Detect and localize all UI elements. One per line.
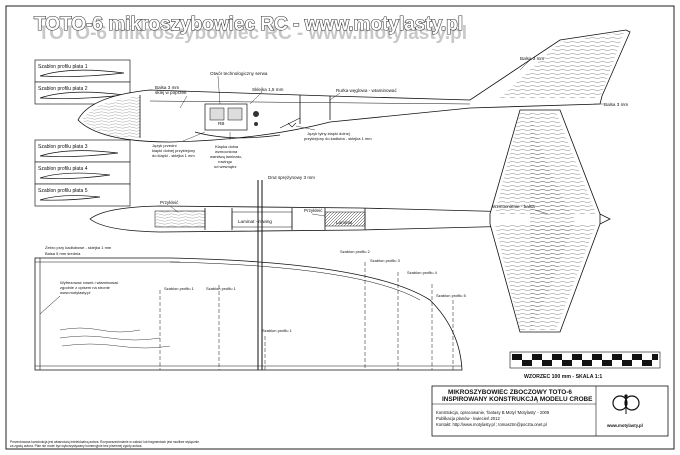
label-balsa-tail: Balsa 3 mm	[520, 56, 544, 61]
label-flap-2: wzmocniona	[215, 149, 238, 154]
label-profile-4: Szablon profilu 4	[407, 270, 438, 275]
label-reinforcement: Wzmocnienie - balsa	[492, 204, 535, 209]
side-view-annotations	[179, 59, 604, 142]
logo-text: www.motylasty.pl	[606, 423, 643, 428]
label-groove-2: zgodnie z opisem na stronie	[60, 285, 111, 290]
profile-box-label: Szablon profilu płata 5	[38, 188, 88, 194]
profile-box-label: Szablon profilu płata 1	[38, 64, 88, 70]
airfoil-shape	[39, 172, 111, 179]
label-rear-tongue-1: Język tylny klapki dolnej	[307, 131, 350, 136]
label-profile-3: Szablon profilu 3	[370, 258, 401, 263]
title-block-info2: Publikacja planów - kwiecień 2012	[436, 416, 500, 421]
fuselage-top-view	[89, 109, 611, 333]
footer-text-1: Prezentowana konstrukcja jest własnością…	[10, 440, 199, 444]
footer-text-2: za zgodą autora. Plan nie może być wykor…	[10, 444, 142, 448]
label-groove-3: www.motylasty.pl	[60, 290, 90, 295]
label-flap-1: Klapka dolna	[215, 144, 239, 149]
airfoil-shape	[39, 69, 125, 77]
label-profile-5: Szablon profilu 5	[436, 293, 467, 298]
motylasty-logo-icon	[612, 394, 640, 414]
title-block-info1: Konstrukcja, opracowanie, 'fantasy B.Mot…	[436, 410, 550, 415]
title-block-line1: MIKROSZYBOWIEC ZBOCZOWY TOTO-6	[448, 389, 572, 396]
title-block-info3: Kontakt: http://www.motylasty.pl ; tomas…	[436, 422, 547, 427]
profile-box-label: Szablon profilu płata 4	[38, 166, 88, 172]
label-profile-1c: Szablon profilu 1	[262, 328, 293, 333]
title-block-line2: INSPIROWANY KONSTRUKCJĄ MODELU CROBE	[442, 396, 593, 403]
label-rear-tongue-2: przyklejony do kadłuba - sklejka 1 mm	[304, 136, 372, 141]
label-przyklec-2: Przykleić	[304, 208, 323, 213]
label-balsa-nose-2: sklej w poprzek	[155, 90, 187, 95]
scale-label: WZORZEC 100 mm - SKALA 1:1	[524, 374, 602, 380]
label-groove-1: Wyfrezować rowek i wlaminować	[60, 280, 118, 285]
label-flap-3: warstwą laminatu,	[210, 154, 242, 159]
airfoil-shape	[39, 150, 119, 157]
header-title: TOTO-6 mikroszybowiec RC - www.motylasty…	[33, 13, 467, 44]
label-flap-5: od wewnątrz	[214, 164, 236, 169]
title-block: MIKROSZYBOWIEC ZBOCZOWY TOTO-6 INSPIROWA…	[431, 385, 669, 437]
label-profile-2: Szablon profilu 2	[340, 249, 371, 254]
profile-box-label: Szablon profilu płata 3	[38, 144, 88, 150]
scale-bar: WZORZEC 100 mm - SKALA 1:1	[509, 351, 661, 380]
page-title: TOTO-6 mikroszybowiec RC - www.motylasty…	[34, 14, 463, 35]
wing-planform	[34, 180, 463, 371]
label-tongue-1: Język przedni	[152, 143, 177, 148]
label-tongue-2: klapki dolnej przyklejony	[152, 148, 195, 153]
label-carbon-tube: Rurka węglowa - wtaminować	[336, 88, 397, 93]
airfoil-shape	[39, 195, 101, 201]
label-flap-4: rowingu	[218, 159, 232, 164]
label-balsa-tail2: Balsa 3 mm	[604, 102, 628, 107]
profile-box-label: Szablon profilu płata 2	[38, 86, 88, 92]
top-view-annotations	[169, 205, 549, 217]
label-profile-1a: Szablon profilu 1	[164, 286, 195, 291]
label-laminat-rowing: Laminat - rowing	[238, 219, 272, 224]
label-servo-hole: Otwór technologiczny serwa	[210, 71, 268, 76]
label-spring-wire: Drut sprężynowy 3 mm	[268, 175, 315, 180]
label-tongue-3: do klapki - sklejka 1 mm	[152, 153, 195, 158]
title-shadow: TOTO-6 mikroszybowiec RC - www.motylasty…	[38, 23, 467, 44]
profile-box-1: Szablon profilu płata 1	[34, 59, 131, 83]
label-plywood: Sklejka 1,5 mm	[252, 87, 284, 92]
fuselage-side-view	[77, 29, 631, 143]
label-profile-1b: Szablon profilu 1	[206, 286, 237, 291]
label-przyklec: Przykleić	[160, 200, 179, 205]
label-laminat-2: Laminat	[336, 220, 353, 225]
profile-box-3: Szablon profilu płata 3	[34, 139, 131, 163]
label-rib-note: Żebro przy kadłubowe - sklejka 1 mm	[45, 245, 112, 250]
profile-box-4: Szablon profilu płata 4	[34, 161, 131, 185]
rb-marking: RB	[218, 121, 224, 126]
label-balsa-nose-1: Balsa 3 mm	[155, 85, 179, 90]
profile-box-5: Szablon profilu płata 5	[34, 183, 131, 207]
label-balsa-5mm: Balsa 5 mm średnia	[45, 251, 81, 256]
